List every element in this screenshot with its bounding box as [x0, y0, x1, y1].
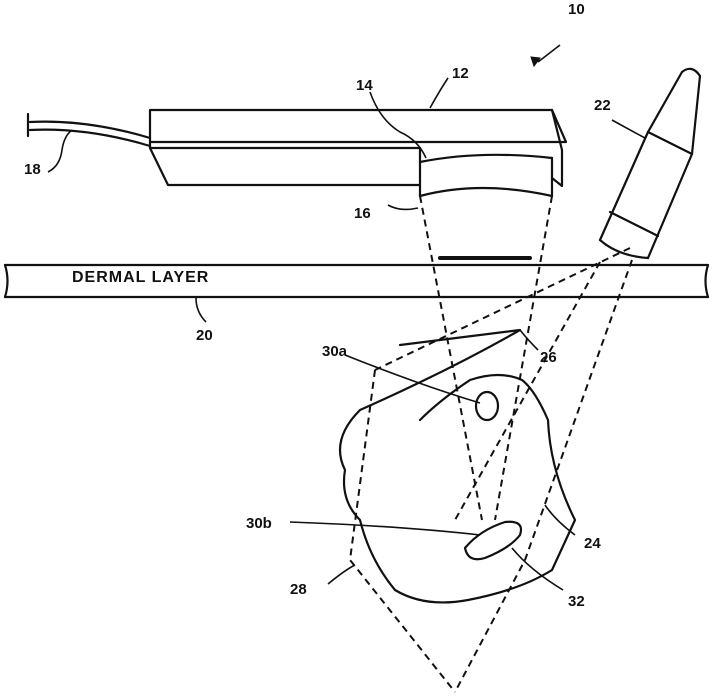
label-18: 18: [24, 162, 41, 177]
leader-30b: [290, 522, 480, 535]
leader-26: [520, 330, 538, 350]
label-12: 12: [452, 66, 469, 81]
cable: [28, 114, 150, 146]
needle: [600, 69, 700, 258]
label-dermal-layer: DERMAL LAYER: [72, 270, 209, 286]
leader-20: [196, 298, 206, 322]
leader-18: [48, 130, 72, 172]
leader-28: [328, 565, 355, 584]
label-10: 10: [568, 2, 585, 17]
target-30a: [476, 392, 498, 420]
leader-22: [612, 120, 645, 138]
label-14: 14: [356, 78, 373, 93]
label-26: 26: [540, 350, 557, 365]
target-30b: [465, 522, 521, 559]
scan-cone-right: [455, 260, 632, 692]
label-30a: 30a: [322, 344, 347, 359]
scan-plane-26b: [455, 262, 600, 520]
leader-10: [538, 45, 560, 62]
label-28: 28: [290, 582, 307, 597]
label-16: 16: [354, 206, 371, 221]
label-20: 20: [196, 328, 213, 343]
probe-housing: [150, 110, 566, 196]
label-24: 24: [584, 536, 601, 551]
scan-plane-26: [375, 248, 630, 370]
label-32: 32: [568, 594, 585, 609]
leader-12: [430, 78, 448, 108]
leader-16: [388, 205, 418, 209]
label-30b: 30b: [246, 516, 272, 531]
label-22: 22: [594, 98, 611, 113]
imaging-beam-left: [420, 196, 482, 520]
